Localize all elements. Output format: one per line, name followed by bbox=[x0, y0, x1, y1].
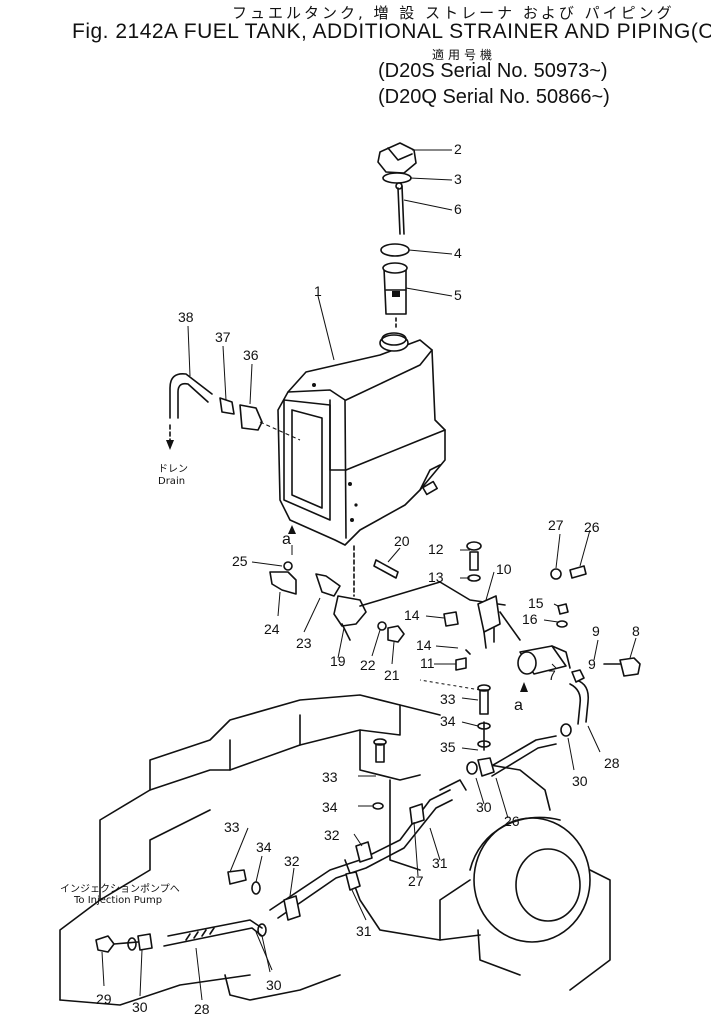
callout-17: 20 bbox=[394, 533, 410, 549]
callout-20: 23 bbox=[296, 635, 312, 651]
fuel-tank bbox=[277, 332, 446, 546]
callout-8: 8 bbox=[632, 623, 640, 639]
callout-15: 16 bbox=[522, 611, 538, 627]
callout-13-upper: 13 bbox=[428, 569, 444, 585]
machine-frame-outline bbox=[59, 694, 611, 1006]
callout-23: 26 bbox=[584, 519, 600, 535]
callout-7: 7 bbox=[548, 667, 556, 683]
callout-31-upper: 31 bbox=[432, 855, 448, 871]
callout-2: 2 bbox=[454, 141, 462, 157]
leader-lines bbox=[101, 149, 637, 1001]
callout-32-upper: 32 bbox=[324, 827, 340, 843]
drain-label: Drain bbox=[158, 476, 185, 487]
callout-10: 10 bbox=[496, 561, 512, 577]
callout-25: 28 bbox=[604, 755, 620, 771]
title-japanese: フュエルタンク, 増 設 ストレーナ および パイピング bbox=[232, 4, 675, 22]
callout-1: 1 bbox=[314, 283, 322, 299]
reference-mark-a-upper: a bbox=[282, 531, 291, 548]
callout-6: 6 bbox=[454, 201, 462, 217]
reference-mark-a-lower: a bbox=[514, 697, 523, 714]
callout-30-mid: 30 bbox=[476, 799, 492, 815]
callout-33-lower: 33 bbox=[224, 819, 240, 835]
callout-33-upper: 33 bbox=[440, 691, 456, 707]
callout-11: 11 bbox=[420, 655, 435, 671]
callout-37: 37 bbox=[215, 329, 231, 345]
callout-28: 28 bbox=[194, 1001, 210, 1016]
callout-numbers: 2 3 6 4 5 1 38 37 36 25 24 23 19 22 21 2… bbox=[96, 141, 640, 1016]
strainer-bracket bbox=[443, 541, 569, 671]
drain-label-jp: ドレン bbox=[158, 464, 188, 475]
callout-34-upper: 34 bbox=[440, 713, 456, 729]
injection-pump-label: To Injection Pump bbox=[73, 895, 162, 906]
annotations: ドレン Drain インジェクションポンプへ To Injection Pump… bbox=[60, 464, 528, 906]
drain-assembly bbox=[166, 372, 301, 450]
callout-3: 3 bbox=[454, 171, 462, 187]
arrow-icon bbox=[288, 525, 296, 534]
callout-9-ring: 9 bbox=[588, 656, 596, 672]
callout-36: 36 bbox=[243, 347, 259, 363]
callout-18: 21 bbox=[384, 667, 400, 683]
callout-34-lower: 34 bbox=[256, 839, 272, 855]
callout-31-lower: 31 bbox=[356, 923, 372, 939]
filler-cap-assembly bbox=[377, 142, 417, 329]
callout-19: 22 bbox=[360, 657, 376, 673]
callout-27: 27 bbox=[408, 873, 424, 889]
applicable-models-japanese: 適用号機 bbox=[432, 48, 497, 62]
callout-33-middle: 33 bbox=[322, 769, 338, 785]
callout-24: 27 bbox=[548, 517, 564, 533]
callout-14-left: 14 bbox=[404, 607, 420, 623]
callout-30-right: 30 bbox=[572, 773, 588, 789]
callout-12: 12 bbox=[428, 541, 444, 557]
injection-pump-label-jp: インジェクションポンプへ bbox=[60, 883, 180, 895]
callout-5: 5 bbox=[454, 287, 462, 303]
serial-range-d20s: (D20S Serial No. 50973~) bbox=[378, 60, 608, 82]
callout-21: 24 bbox=[264, 621, 280, 637]
callout-14-right: 15 bbox=[528, 595, 544, 611]
callout-34-middle: 34 bbox=[322, 799, 338, 815]
callout-32-lower: 32 bbox=[284, 853, 300, 869]
callout-4: 4 bbox=[454, 245, 462, 261]
serial-range-d20q: (D20Q Serial No. 50866~) bbox=[378, 86, 610, 108]
callout-22: 25 bbox=[232, 553, 248, 569]
callout-35: 35 bbox=[440, 739, 456, 755]
callout-26: 26 bbox=[504, 813, 520, 829]
callout-9: 9 bbox=[592, 623, 600, 639]
callout-29: 29 bbox=[96, 991, 112, 1007]
arrow-icon bbox=[520, 682, 528, 692]
tank-outlet-fittings bbox=[269, 545, 506, 643]
callout-30-left: 30 bbox=[132, 999, 148, 1015]
callout-38: 38 bbox=[178, 309, 194, 325]
callout-13-lower: 14 bbox=[416, 637, 432, 653]
figure-title: Fig. 2142A FUEL TANK, ADDITIONAL STRAINE… bbox=[72, 20, 711, 43]
callout-30-bottom: 30 bbox=[266, 977, 282, 993]
callout-16: 19 bbox=[330, 653, 346, 669]
